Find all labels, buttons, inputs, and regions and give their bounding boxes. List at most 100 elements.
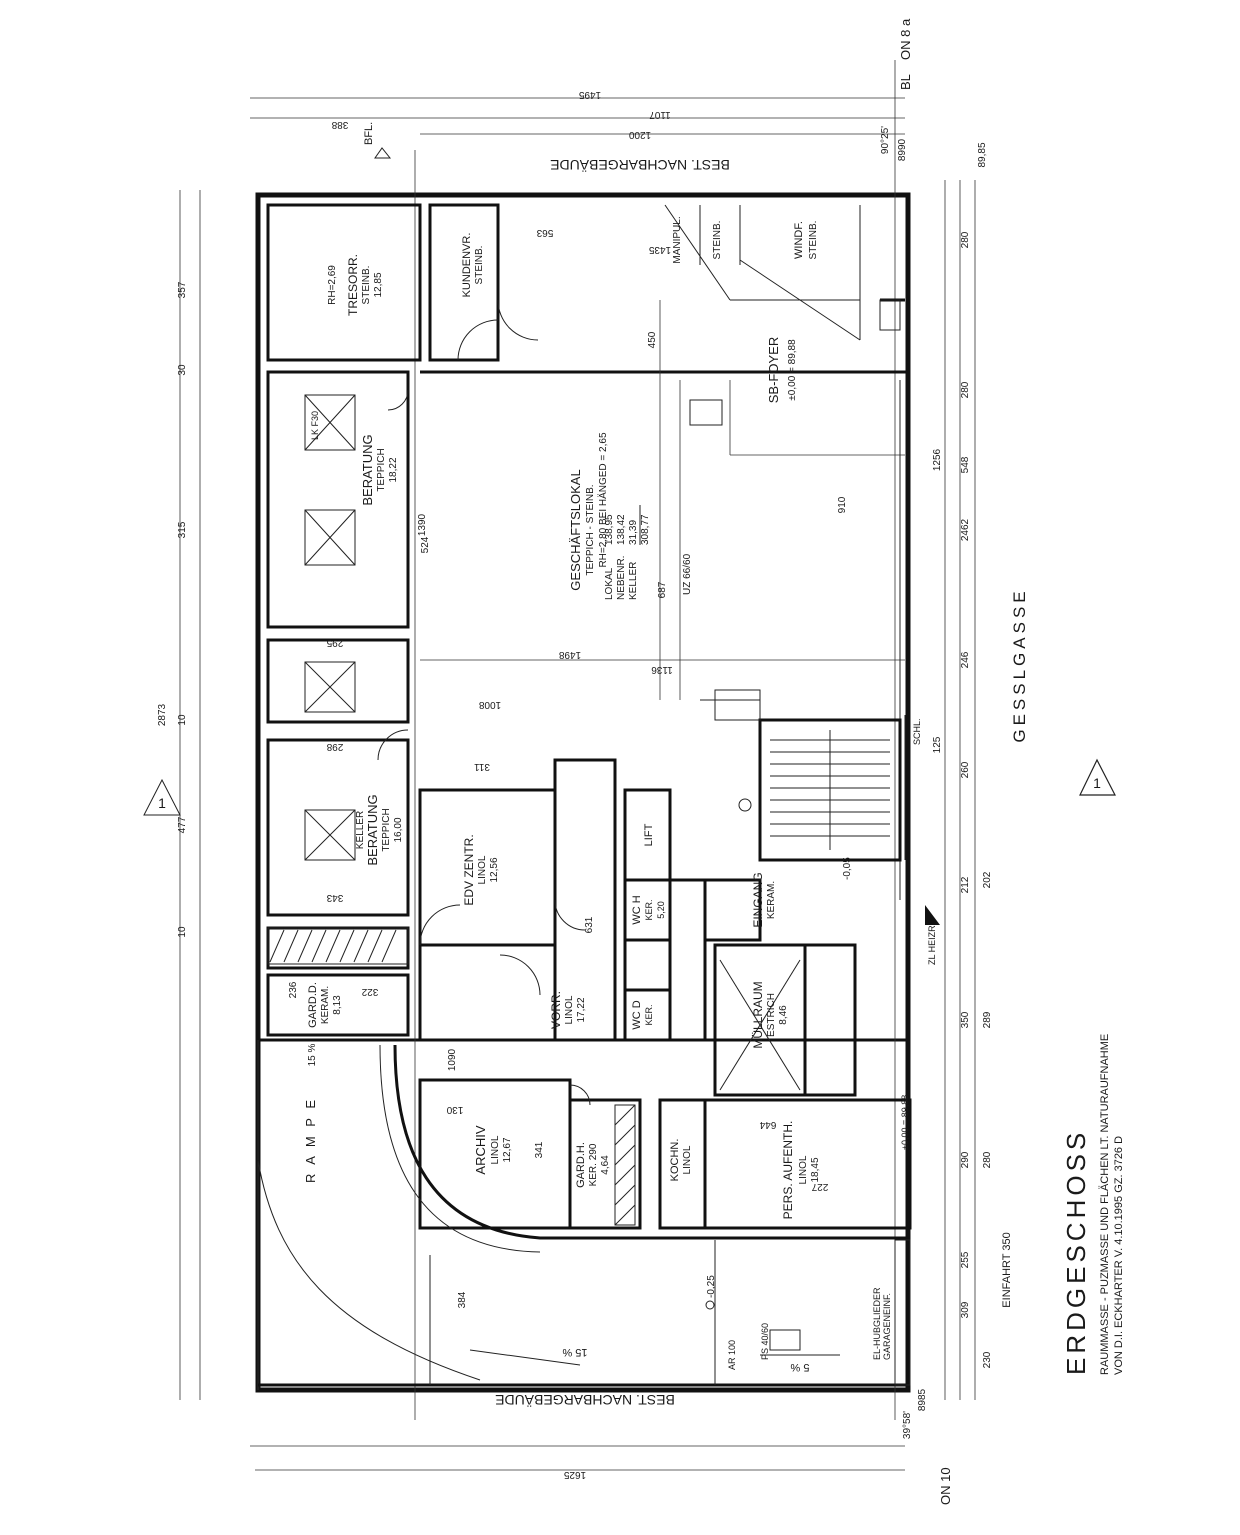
svg-text:KER. 290: KER. 290: [588, 1143, 599, 1186]
svg-text:8,46: 8,46: [778, 1005, 789, 1025]
room-label-edv-zentr: EDV ZENTR. LINOL 12,56: [462, 834, 500, 905]
title-block: ERDGESCHOSS RAUMMASSE - PUZMASSE UND FLÄ…: [1061, 1034, 1125, 1375]
svg-text:TEPPICH - STEINB.: TEPPICH - STEINB.: [585, 484, 596, 575]
svg-text:KERAM.: KERAM.: [766, 881, 777, 919]
svg-text:2462: 2462: [960, 518, 971, 541]
svg-text:1495: 1495: [578, 89, 601, 100]
svg-text:GARD.H.: GARD.H.: [575, 1142, 587, 1188]
svg-text:KERAM.: KERAM.: [320, 986, 331, 1024]
svg-text:1008: 1008: [478, 699, 501, 710]
svg-text:236: 236: [288, 981, 299, 998]
room-label-windf: WINDF. STEINB.: [793, 221, 819, 260]
svg-text:309: 309: [960, 1301, 971, 1318]
room-label-kundenvr: KUNDENVR. STEINB.: [461, 233, 485, 298]
section-marker-label: 1: [158, 795, 166, 811]
svg-text:280: 280: [960, 231, 971, 248]
svg-text:BERATUNG: BERATUNG: [365, 794, 380, 865]
svg-text:TEPPICH: TEPPICH: [381, 808, 392, 851]
svg-text:18,22: 18,22: [388, 457, 399, 482]
svg-text:18,45: 18,45: [810, 1157, 821, 1182]
ramp-label: R A M P E: [303, 1097, 318, 1183]
entrance-label: EINFAHRT 350: [1001, 1232, 1013, 1307]
svg-text:202: 202: [982, 871, 993, 888]
shop-area: [420, 204, 908, 900]
svg-text:5,20: 5,20: [656, 901, 666, 919]
svg-text:10: 10: [177, 714, 188, 726]
room-label-lift: LIFT: [643, 823, 655, 846]
room-labels: TRESORR. STEINB. 12,85 RH=2,69 KUNDENVR.…: [307, 216, 821, 1219]
svg-text:12,67: 12,67: [502, 1137, 513, 1162]
svg-text:30: 30: [177, 364, 188, 376]
hatched-strip: [614, 1104, 636, 1226]
svg-text:LINOL: LINOL: [477, 855, 488, 884]
room-label-beratung-keller: KELLER BERATUNG TEPPICH 16,00: [355, 794, 404, 865]
svg-text:STEINB.: STEINB.: [474, 246, 485, 285]
svg-text:STEINB.: STEINB.: [361, 266, 372, 305]
svg-text:EL-HUBGLIEDER: EL-HUBGLIEDER: [872, 1287, 882, 1360]
svg-text:563: 563: [536, 227, 553, 238]
svg-text:RH=2,69: RH=2,69: [327, 265, 338, 305]
svg-text:39°58': 39°58': [902, 1411, 913, 1439]
svg-text:450: 450: [647, 331, 658, 348]
svg-text:10: 10: [177, 926, 188, 938]
svg-text:±0,00 = 89,88: ±0,00 = 89,88: [787, 339, 798, 401]
svg-text:AR 100: AR 100: [727, 1340, 737, 1370]
room-label-gard-h: GARD.H. KER. 290 4,64: [575, 1142, 611, 1188]
room-label-pers-aufenth: PERS. AUFENTH. LINOL 18,45: [781, 1121, 821, 1220]
svg-text:EINGANG: EINGANG: [751, 872, 765, 927]
svg-text:687: 687: [657, 581, 668, 598]
svg-text:290: 290: [960, 1151, 971, 1168]
neighbor-label-bottom: BEST. NACHBARGEBÄUDE: [495, 1392, 675, 1408]
street-name: GESSLGASSE: [1010, 587, 1029, 742]
svg-text:246: 246: [960, 651, 971, 668]
svg-text:TEPPICH: TEPPICH: [376, 448, 387, 491]
rooms-lower: [418, 1078, 912, 1230]
slope-label: 5 %: [790, 1361, 809, 1373]
misc-labels: GARAGENEINF. EL-HUBGLIEDER ZL HEIZR SCHL…: [310, 411, 937, 1370]
svg-text:PERS. AUFENTH.: PERS. AUFENTH.: [781, 1121, 795, 1220]
svg-text:295: 295: [326, 637, 343, 648]
svg-text:PS 40/60: PS 40/60: [760, 1323, 770, 1360]
svg-text:138,95: 138,95: [604, 514, 615, 545]
svg-text:384: 384: [457, 1291, 468, 1308]
svg-text:350: 350: [960, 1011, 971, 1028]
svg-text:NEBENR.: NEBENR.: [616, 556, 627, 600]
rooms-top-strip: [266, 203, 539, 362]
svg-text:343: 343: [326, 892, 343, 903]
room-label-wc-h: WC H KER. 5,20: [631, 895, 666, 924]
area-table: LOKAL NEBENR. KELLER 138,95 138,42 31,39…: [604, 505, 651, 600]
svg-text:322: 322: [361, 986, 378, 997]
lk-f30-box: [304, 661, 356, 713]
svg-text:230: 230: [982, 1351, 993, 1368]
svg-text:UZ 66/60: UZ 66/60: [682, 553, 693, 595]
room-label-kochn: KOCHN. LINOL: [669, 1139, 693, 1182]
svg-text:EDV ZENTR.: EDV ZENTR.: [462, 834, 476, 905]
svg-text:548: 548: [960, 456, 971, 473]
room-label-beratung: BERATUNG TEPPICH 18,22: [360, 434, 399, 505]
section-marker-right: 1: [1079, 758, 1116, 796]
svg-text:130: 130: [446, 1104, 463, 1115]
svg-text:138,42: 138,42: [616, 514, 627, 545]
svg-text:MÜLLRAUM: MÜLLRAUM: [751, 981, 765, 1048]
slope-label: 15 %: [562, 1346, 587, 1358]
room-label-gard-d: GARD.D. KERAM. 8,13: [307, 982, 343, 1028]
dimension-lines: [179, 60, 976, 1471]
plan-title: ERDGESCHOSS: [1061, 1129, 1091, 1375]
svg-text:8985: 8985: [917, 1388, 928, 1411]
svg-text:±0,00 = 89,88: ±0,00 = 89,88: [900, 1095, 910, 1150]
building-outline: [255, 192, 911, 1393]
svg-text:289: 289: [982, 1011, 993, 1028]
room-label-manipul: MANIPUL.: [672, 216, 683, 263]
svg-text:KOCHN.: KOCHN.: [669, 1139, 681, 1182]
svg-text:MANIPUL.: MANIPUL.: [672, 216, 683, 263]
svg-text:1625: 1625: [563, 1469, 586, 1480]
svg-text:910: 910: [837, 496, 848, 513]
neighbor-label-top: BEST. NACHBARGEBÄUDE: [550, 157, 730, 173]
svg-text:31,39: 31,39: [628, 520, 639, 545]
svg-text:1498: 1498: [558, 649, 581, 660]
level-marker-triangle: [925, 905, 940, 925]
svg-text:SB-FOYER: SB-FOYER: [766, 337, 781, 403]
svg-text:1090: 1090: [447, 1048, 458, 1071]
svg-text:LINOL: LINOL: [682, 1145, 693, 1174]
bfl-marker: BFL.: [363, 122, 392, 159]
